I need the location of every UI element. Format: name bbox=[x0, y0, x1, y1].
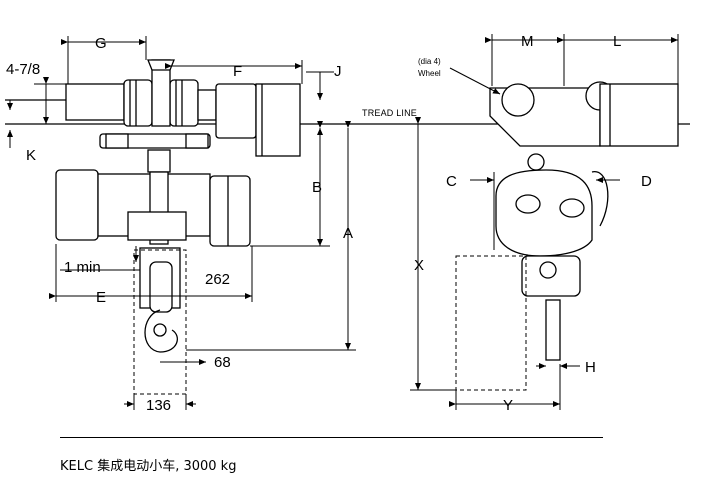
figure-caption: KELC 集成电动小车, 3000 kg bbox=[60, 459, 237, 474]
dim-label-j: J bbox=[334, 63, 342, 80]
dim-label-e: E bbox=[96, 289, 106, 306]
dim-label-f: F bbox=[233, 63, 242, 80]
dim-label-a: A bbox=[343, 225, 353, 242]
dim-label-x: X bbox=[414, 257, 424, 274]
dim-label-y: Y bbox=[503, 397, 513, 414]
bucket-envelope bbox=[455, 255, 527, 391]
dim-label-four-seven-eighths: 4-7/8 bbox=[6, 61, 40, 78]
wheel-label: Wheel bbox=[418, 69, 441, 78]
dim-label-262: 262 bbox=[205, 271, 230, 288]
side-view bbox=[5, 59, 301, 353]
caption-rule bbox=[60, 437, 603, 438]
wheel-dia-label: (dia 4) bbox=[418, 57, 441, 66]
dim-label-k: K bbox=[26, 147, 36, 164]
front-view bbox=[489, 81, 679, 361]
dim-label-c: C bbox=[446, 173, 457, 190]
dim-label-68: 68 bbox=[214, 354, 231, 371]
dim-label-b: B bbox=[312, 179, 322, 196]
dim-label-g: G bbox=[95, 35, 107, 52]
hoist-dimension-drawing: TREAD LINE bbox=[5, 33, 690, 414]
dim-label-136: 136 bbox=[146, 397, 171, 414]
front-dimensions bbox=[410, 34, 679, 410]
tread-line-label: TREAD LINE bbox=[362, 108, 417, 118]
dim-label-h: H bbox=[585, 359, 596, 376]
dim-label-l: L bbox=[613, 33, 621, 50]
side-dimensions bbox=[7, 36, 356, 410]
dim-label-d: D bbox=[641, 173, 652, 190]
dim-label-m: M bbox=[521, 33, 534, 50]
dim-label-one-min: 1 min bbox=[64, 259, 101, 276]
